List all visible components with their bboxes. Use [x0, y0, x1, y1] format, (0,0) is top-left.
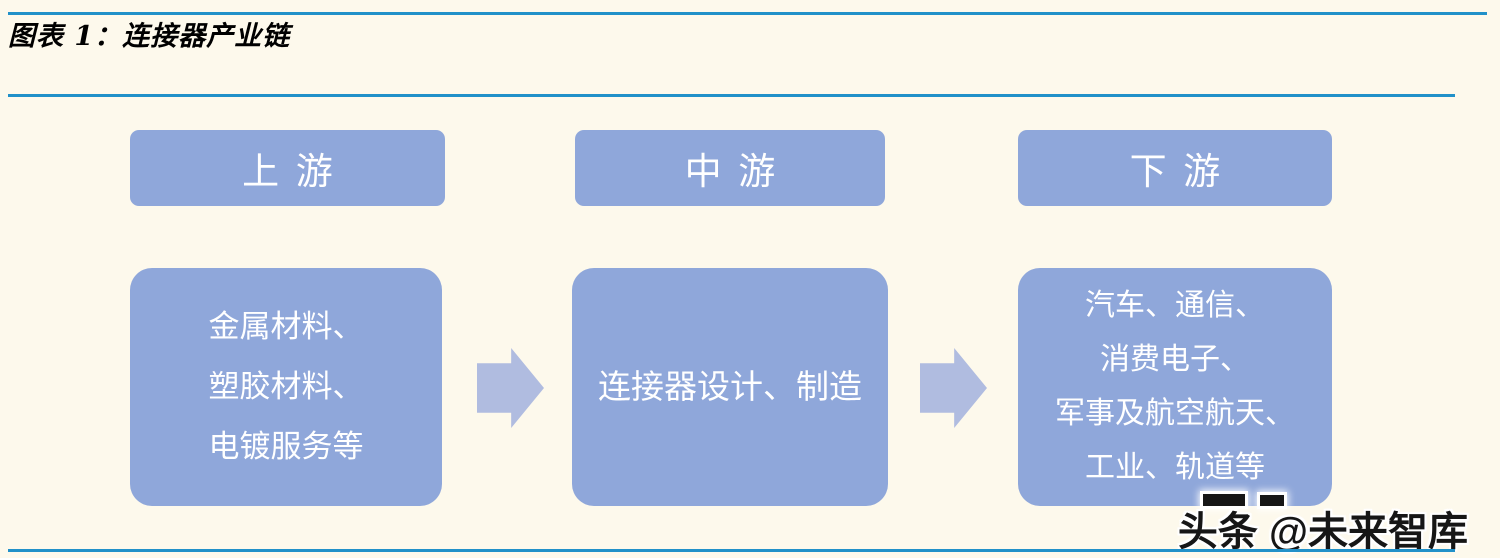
upstream-line: 电镀服务等: [208, 429, 364, 465]
upstream-content-box: 金属材料、 塑胶材料、 电镀服务等: [130, 268, 442, 506]
midstream-content-box: 连接器设计、制造: [572, 268, 888, 506]
right-arrow-icon: [920, 348, 987, 428]
title-divider-rule: [8, 94, 1455, 97]
upstream-header-label: 上游: [242, 150, 350, 193]
upstream-line: 金属材料、: [208, 309, 364, 345]
downstream-line: 汽车、通信、: [1085, 288, 1265, 323]
midstream-header-box: 中游: [575, 130, 885, 206]
top-rule: [8, 12, 1487, 15]
downstream-line: 军事及航空航天、: [1055, 396, 1295, 431]
midstream-header-label: 中游: [684, 150, 792, 193]
bottom-rule: [8, 549, 1455, 552]
watermark-fragment: [1203, 494, 1245, 506]
midstream-line: 连接器设计、制造: [598, 367, 862, 406]
watermark-text: 头条 @未来智库: [1177, 510, 1468, 554]
right-arrow-icon: [477, 348, 544, 428]
upstream-header-box: 上游: [130, 130, 445, 206]
figure-title: 图表 1：连接器产业链: [8, 21, 291, 52]
downstream-line: 消费电子、: [1100, 342, 1250, 377]
downstream-line: 工业、轨道等: [1085, 450, 1265, 485]
downstream-header-label: 下游: [1129, 150, 1237, 193]
upstream-line: 塑胶材料、: [208, 369, 364, 405]
watermark-fragment: [1260, 495, 1284, 506]
downstream-content-box: 汽车、通信、 消费电子、 军事及航空航天、 工业、轨道等: [1018, 268, 1332, 506]
downstream-header-box: 下游: [1018, 130, 1332, 206]
